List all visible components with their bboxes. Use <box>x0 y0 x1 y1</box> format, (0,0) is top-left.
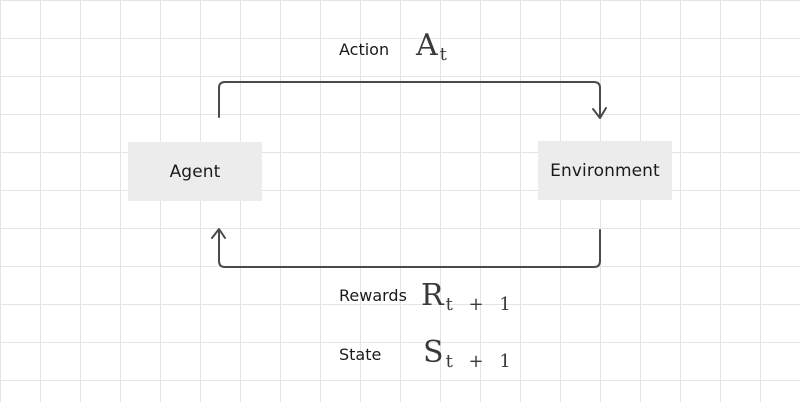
environment-label: Environment <box>550 160 660 181</box>
feedback-arrow <box>218 229 601 268</box>
agent-label: Agent <box>169 161 221 182</box>
action-arrow <box>218 81 601 119</box>
rewards-label: Rewards <box>339 286 407 305</box>
reward-symbol-letter: R <box>421 278 444 313</box>
state-symbol-subscript: t + 1 <box>445 351 516 372</box>
action-symbol-subscript: t <box>439 44 452 65</box>
state-label: State <box>339 345 382 364</box>
agent-node: Agent <box>128 142 262 201</box>
feedback-arrow-head <box>211 228 226 239</box>
action-arrow-head <box>592 107 607 119</box>
reward-symbol-subscript: t + 1 <box>445 294 516 315</box>
environment-node: Environment <box>538 141 672 200</box>
state-symbol-letter: S <box>423 335 444 370</box>
action-label: Action <box>339 40 390 59</box>
action-symbol-letter: A <box>416 28 438 63</box>
